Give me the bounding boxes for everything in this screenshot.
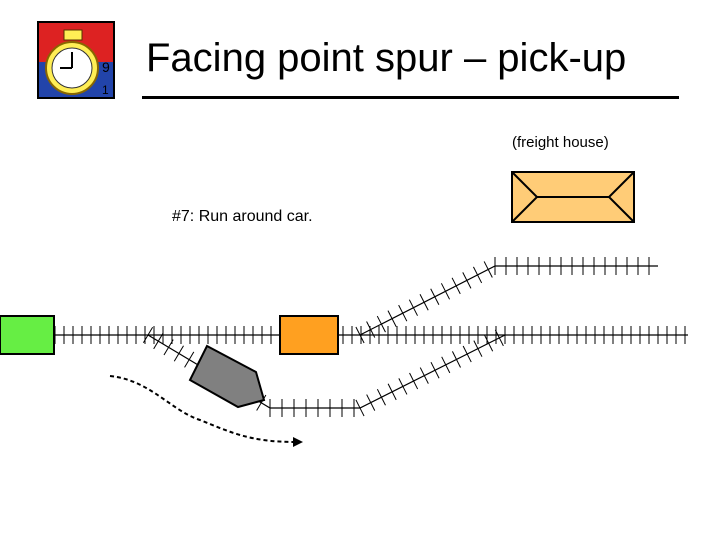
track-tie (184, 351, 195, 368)
arrow-head (293, 437, 303, 447)
svg-text:1: 1 (102, 83, 109, 97)
track-tie (409, 372, 419, 390)
slide-title: Facing point spur – pick-up (146, 36, 627, 80)
freight-car (279, 315, 339, 355)
track-tie (355, 326, 365, 344)
svg-text:9: 9 (102, 59, 110, 75)
title-underline (142, 96, 679, 99)
track-tie (173, 345, 184, 362)
track-tie (451, 277, 461, 295)
track-tie (494, 329, 504, 347)
track-tie (430, 361, 440, 379)
freight-house (511, 171, 635, 223)
track-tie (398, 378, 408, 395)
track-tie (419, 293, 429, 311)
track-tie (366, 394, 376, 411)
track-tie (376, 388, 386, 406)
track-tie (451, 351, 461, 368)
track-tie (408, 299, 418, 316)
track-tie (387, 310, 397, 327)
track-tie (484, 334, 494, 352)
freight-house-spur (359, 265, 658, 336)
track-tie (462, 345, 472, 363)
track-tie (142, 327, 154, 343)
track-tie (387, 383, 397, 401)
track-tie (462, 272, 472, 289)
track-tie (355, 399, 365, 417)
track-tie (153, 333, 164, 350)
track-tie (473, 340, 483, 357)
track-tie (472, 266, 483, 284)
engine-runaround (188, 344, 266, 409)
locomotive (0, 315, 55, 355)
track-tie (163, 339, 174, 356)
freight-house-label: (freight house) (512, 134, 609, 151)
track-tie (430, 288, 440, 306)
track-tie (376, 315, 386, 333)
stopwatch-icon: 9 1 (37, 21, 115, 99)
step-label: #7: Run around car. (172, 208, 313, 225)
track-tie (366, 321, 376, 338)
track-tie (441, 356, 451, 374)
move-path-arrow (109, 375, 296, 443)
track-tie (398, 304, 408, 322)
track-tie (419, 367, 429, 384)
track-tie (483, 261, 493, 278)
track-tie (440, 283, 451, 300)
